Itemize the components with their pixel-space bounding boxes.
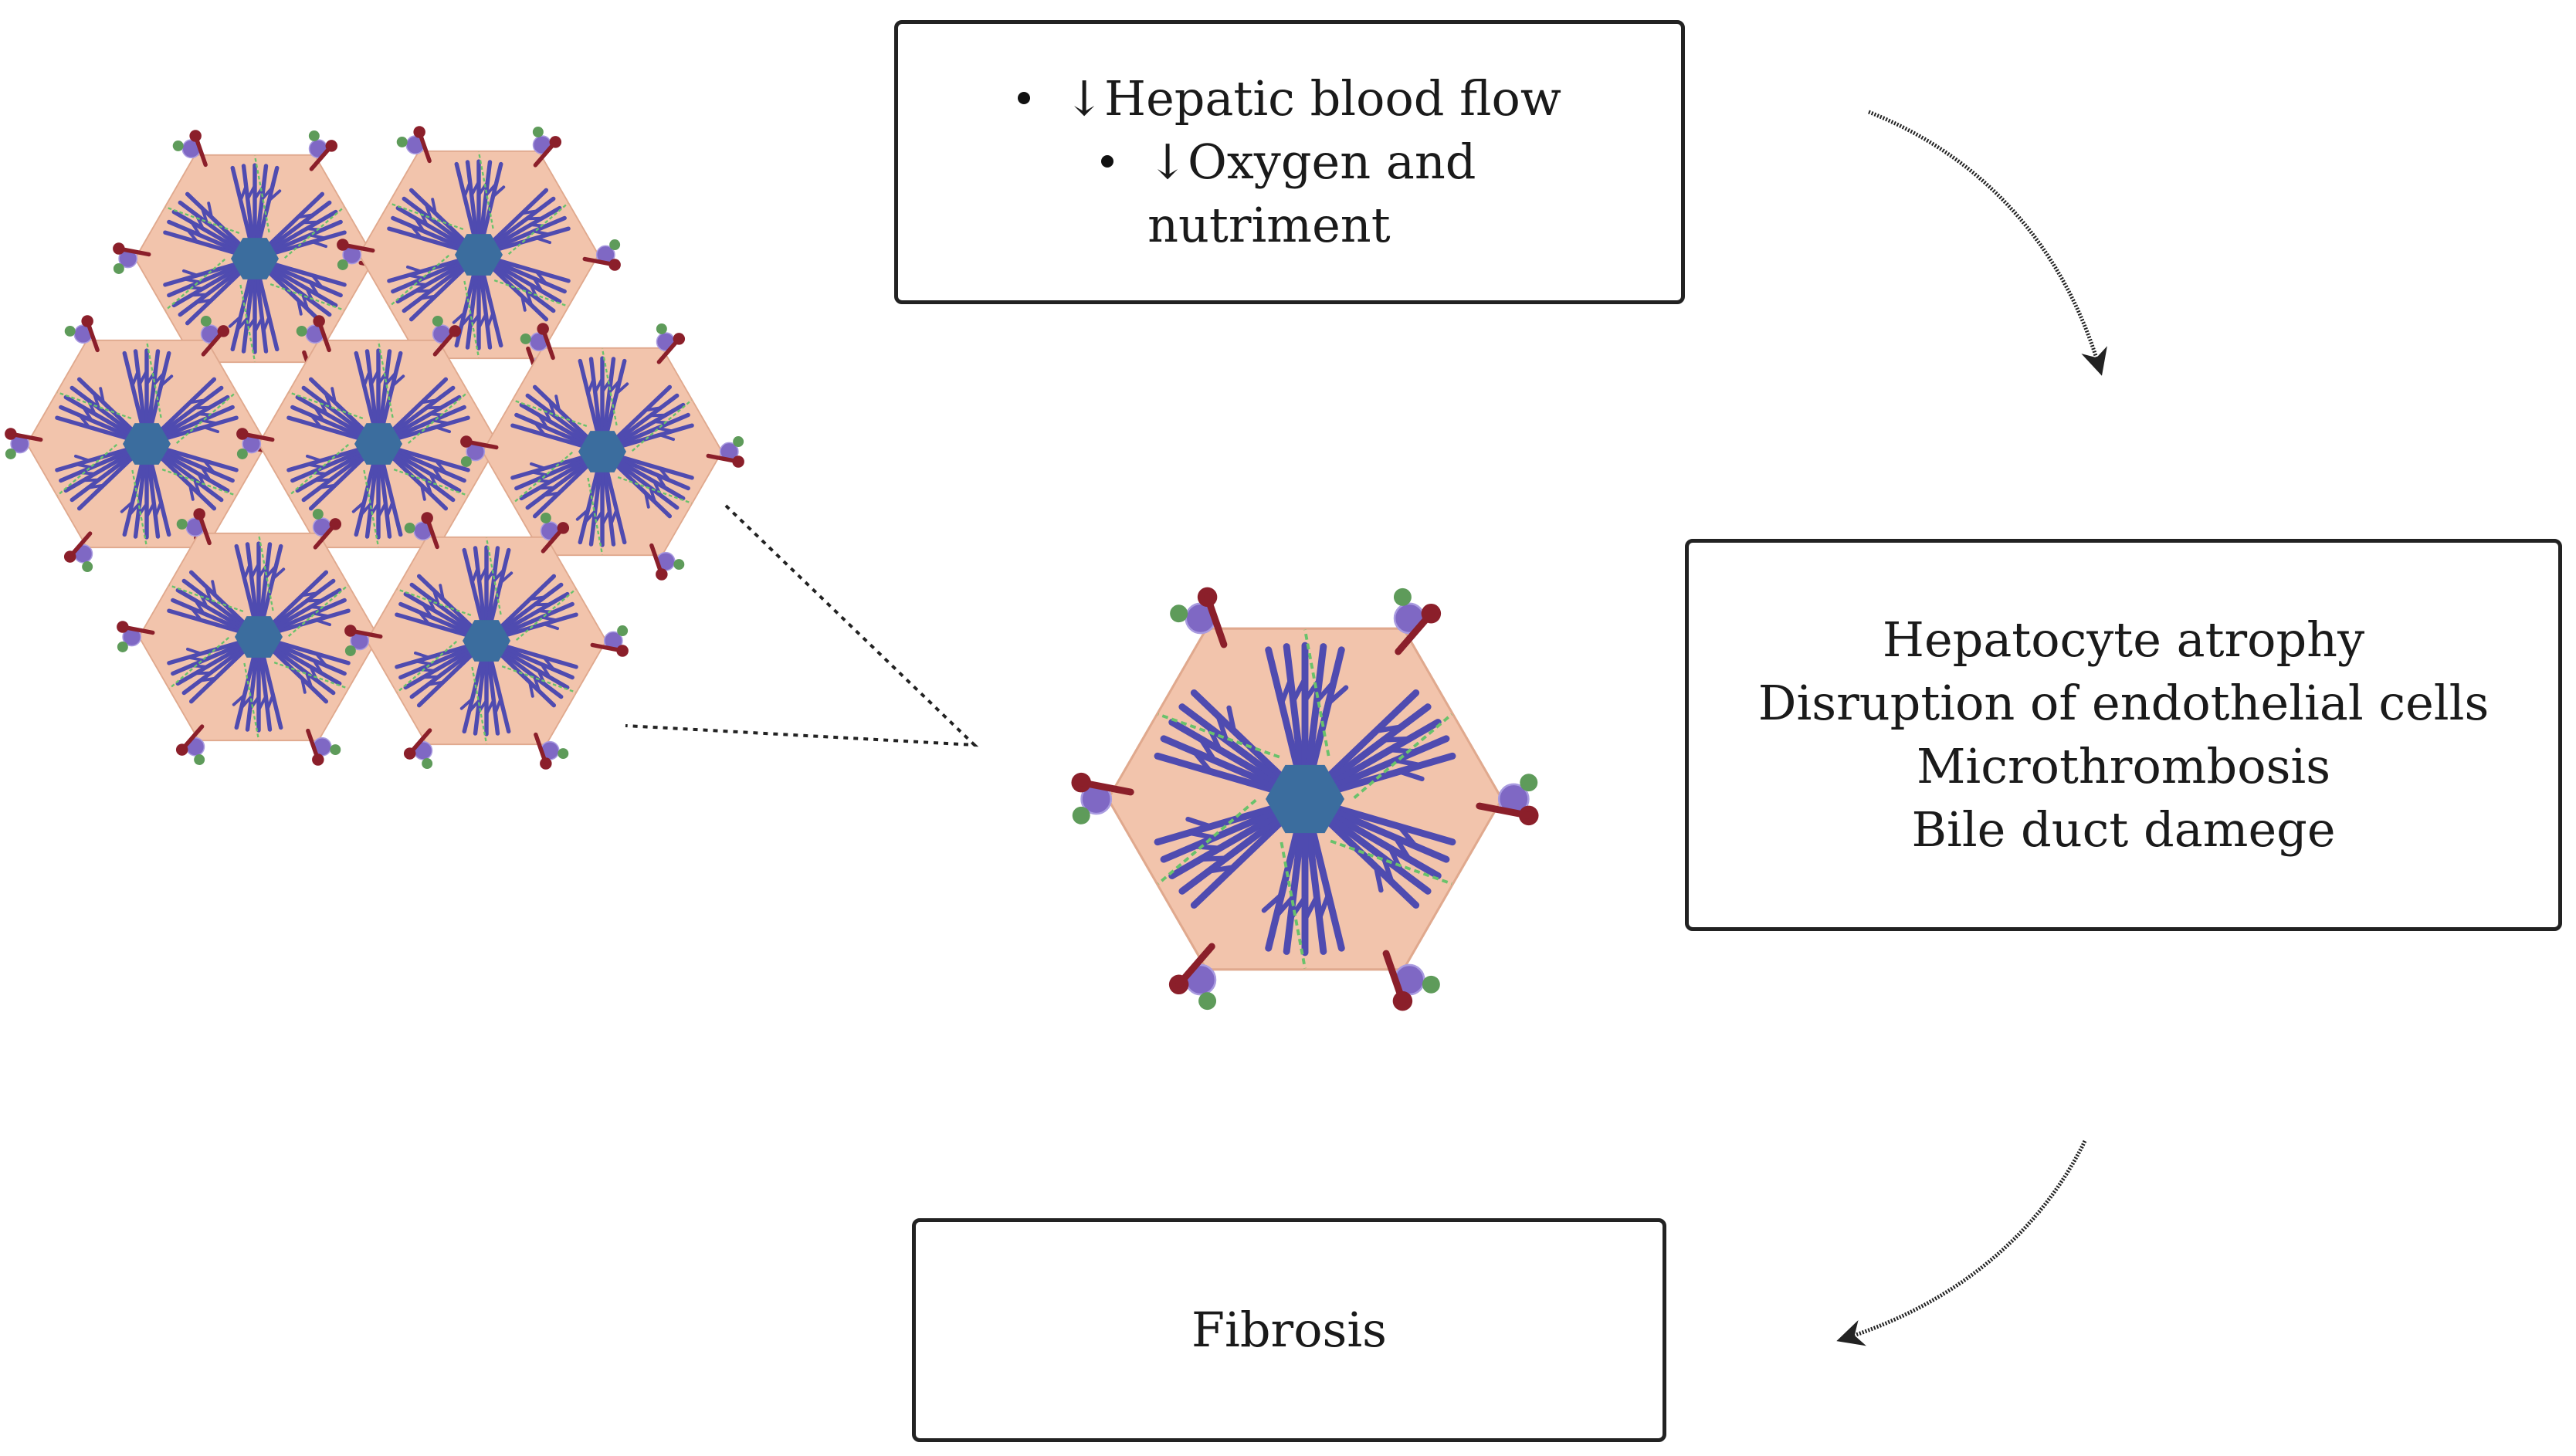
bile-duct bbox=[337, 259, 348, 270]
bile-duct bbox=[200, 315, 212, 327]
bile-duct bbox=[194, 754, 205, 766]
bile-duct bbox=[1072, 806, 1090, 825]
bullet-icon bbox=[1101, 154, 1114, 168]
bile-duct bbox=[176, 518, 188, 530]
bile-duct bbox=[656, 323, 667, 334]
lobule-7 bbox=[344, 512, 629, 770]
lobule-3 bbox=[5, 315, 289, 573]
bile-duct bbox=[236, 448, 248, 459]
central-vein bbox=[1266, 764, 1344, 834]
bile-duct bbox=[296, 325, 307, 337]
list-item: ↓Oxygen and bbox=[1101, 130, 1561, 194]
bile-duct bbox=[5, 448, 16, 459]
cell-damage-box: Hepatocyte atrophy Disruption of endothe… bbox=[1685, 539, 2562, 931]
bile-duct bbox=[1422, 975, 1440, 994]
bile-duct bbox=[396, 136, 408, 147]
fibrosis-box: Fibrosis bbox=[912, 1218, 1666, 1442]
microthrombosis-text: Microthrombosis bbox=[1916, 738, 2331, 794]
lobule-6 bbox=[117, 508, 401, 766]
hepatic-blood-flow-text: ↓Hepatic blood flow bbox=[1064, 70, 1561, 127]
bile-duct bbox=[1520, 774, 1538, 792]
liver-lobule-enlarged bbox=[1071, 587, 1539, 1011]
central-vein bbox=[578, 431, 626, 472]
bile-duct bbox=[117, 641, 128, 652]
central-vein bbox=[231, 238, 279, 279]
liver-lobule-cluster bbox=[5, 126, 744, 770]
central-vein bbox=[354, 423, 402, 465]
bullet-icon bbox=[1018, 91, 1031, 104]
bile-duct bbox=[64, 325, 76, 337]
bile-duct bbox=[609, 239, 621, 251]
central-vein bbox=[455, 234, 503, 276]
list-item: nutriment bbox=[1101, 194, 1561, 257]
central-vein bbox=[463, 620, 510, 662]
bile-duct bbox=[617, 625, 629, 637]
nutriment-text: nutriment bbox=[1147, 197, 1391, 253]
bile-duct bbox=[113, 262, 124, 274]
arrow-right-to-bottom bbox=[1836, 1139, 2087, 1346]
bile-duct bbox=[432, 315, 443, 327]
bile-duct bbox=[312, 508, 324, 520]
bile-duct-damage-text: Bile duct damege bbox=[1911, 801, 2336, 858]
bile-duct bbox=[422, 758, 433, 770]
central-vein bbox=[123, 423, 171, 465]
blood-flow-box: ↓Hepatic blood flow ↓Oxygen and nutrimen… bbox=[894, 20, 1685, 304]
bile-duct bbox=[520, 333, 531, 344]
bile-duct bbox=[558, 748, 569, 760]
bile-duct bbox=[460, 455, 472, 467]
bile-duct bbox=[1170, 604, 1188, 623]
lobule-enlarged bbox=[1071, 587, 1539, 1011]
list-item: ↓Hepatic blood flow bbox=[1018, 67, 1561, 130]
bile-duct bbox=[1198, 992, 1217, 1011]
blood-flow-list: ↓Hepatic blood flow ↓Oxygen and nutrimen… bbox=[1018, 67, 1561, 257]
lobule-5 bbox=[460, 323, 744, 581]
bile-duct bbox=[172, 140, 184, 151]
bile-duct bbox=[540, 512, 551, 523]
bile-duct bbox=[733, 436, 744, 448]
bile-duct bbox=[404, 522, 415, 533]
bile-duct bbox=[673, 559, 685, 571]
bile-duct bbox=[308, 130, 320, 141]
central-vein bbox=[235, 616, 283, 658]
lobule-2 bbox=[337, 126, 621, 384]
endothelial-disruption-text: Disruption of endothelial cells bbox=[1757, 675, 2490, 731]
bile-duct bbox=[344, 645, 356, 656]
lobule-1 bbox=[113, 130, 397, 388]
hepatocyte-atrophy-text: Hepatocyte atrophy bbox=[1882, 611, 2365, 668]
zoom-callout-lines bbox=[625, 504, 979, 747]
fibrosis-text: Fibrosis bbox=[1191, 1302, 1387, 1358]
oxygen-text: ↓Oxygen and bbox=[1147, 134, 1476, 190]
bile-duct bbox=[330, 744, 341, 756]
bile-duct bbox=[1393, 587, 1412, 606]
arrow-top-to-right bbox=[1868, 110, 2107, 376]
bile-duct bbox=[532, 126, 544, 137]
bile-duct bbox=[82, 561, 93, 573]
